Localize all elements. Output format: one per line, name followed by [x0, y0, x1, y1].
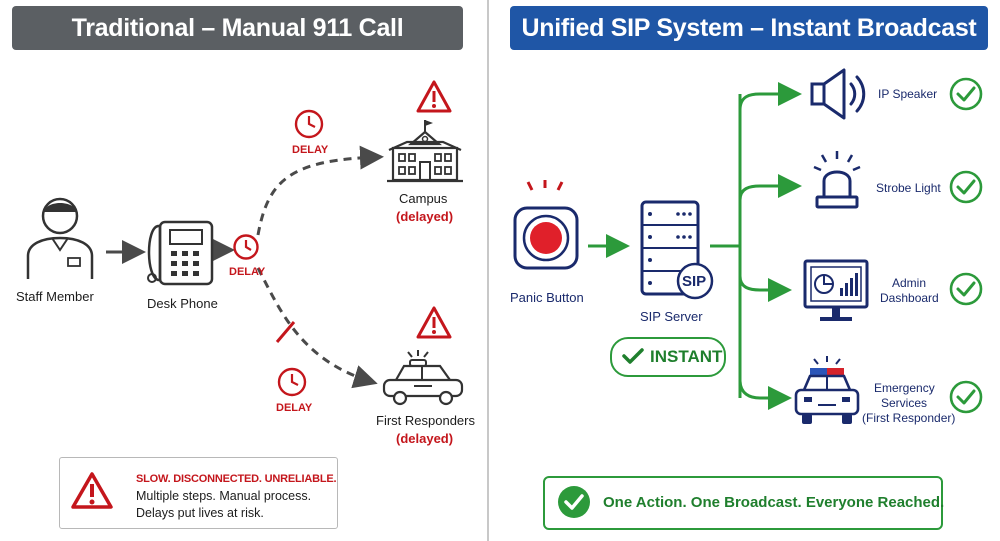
monitor-icon: [803, 259, 869, 321]
instant-label: INSTANT: [650, 347, 723, 366]
first-responders-status: (delayed): [396, 431, 454, 446]
speaker-icon: [810, 68, 866, 120]
check-circle-filled-icon: [558, 486, 590, 518]
left-panel-title: Traditional – Manual 911 Call: [12, 6, 463, 50]
footer-text: One Action. One Broadcast. Everyone Reac…: [603, 494, 945, 511]
branch-to-ip-speaker: [738, 82, 802, 111]
campus-label: Campus: [399, 191, 448, 206]
emergency-services-label-line-3: (First Responder): [862, 411, 956, 425]
strobe-light-label: Strobe Light: [876, 181, 941, 195]
clock-icon: [277, 367, 307, 397]
emergency-services-label-line-1: Emergency: [874, 381, 935, 395]
strobe-light-icon: [813, 151, 861, 209]
sip-server-icon: [640, 200, 714, 300]
footer-box: One Action. One Broadcast. Everyone Reac…: [543, 476, 945, 530]
branch-to-strobe-light: [738, 174, 802, 201]
delay-label-top: DELAY: [292, 144, 329, 156]
campus-status: (delayed): [396, 209, 454, 224]
warning-line-1: Multiple steps. Manual process.: [136, 489, 312, 503]
delay-label-bottom: DELAY: [276, 402, 313, 414]
clock-icon: [294, 109, 324, 139]
right-panel-title: Unified SIP System – Instant Broadcast: [510, 6, 988, 50]
check-circle-icon: [949, 170, 983, 204]
warning-icon: [416, 80, 452, 113]
check-circle-icon: [949, 77, 983, 111]
check-circle-icon: [949, 380, 983, 414]
admin-dashboard-label-line-2: Dashboard: [880, 291, 939, 305]
emergency-services-label-line-2: Services: [881, 396, 928, 410]
instant-badge: INSTANT: [610, 337, 726, 377]
staff-member-icon: [26, 197, 94, 279]
check-circle-icon: [949, 272, 983, 306]
dashed-path-to-campus: [256, 145, 384, 236]
broken-connection-mark: [275, 321, 296, 343]
dashed-path-to-responders: [256, 267, 378, 389]
warning-box: SLOW. DISCONNECTED. UNRELIABLE. Multiple…: [59, 457, 338, 529]
ip-speaker-label: IP Speaker: [878, 87, 938, 101]
panic-button-icon: [513, 180, 579, 270]
sip-server-label: SIP Server: [640, 309, 703, 324]
delay-label-middle: DELAY: [229, 266, 266, 278]
warning-headline: SLOW. DISCONNECTED. UNRELIABLE.: [136, 473, 337, 485]
staff-member-label: Staff Member: [16, 289, 94, 304]
campus-building-icon: [387, 120, 463, 183]
warning-icon: [416, 306, 452, 339]
police-car-icon: [382, 350, 464, 406]
desk-phone-icon: [147, 220, 214, 286]
branch-to-admin-dashboard: [738, 275, 792, 302]
desk-phone-label: Desk Phone: [147, 296, 218, 311]
panic-button-label: Panic Button: [510, 290, 584, 305]
warning-line-2: Delays put lives at risk.: [136, 506, 264, 520]
admin-dashboard-label-line-1: Admin: [892, 276, 927, 290]
sip-badge-text: SIP: [682, 273, 707, 290]
first-responders-label: First Responders: [376, 413, 475, 428]
clock-icon: [233, 234, 259, 260]
panel-divider: [487, 0, 489, 541]
emergency-vehicle-icon: [794, 356, 860, 424]
checkmark-icon: [622, 348, 644, 364]
branch-to-emergency-services: [738, 379, 792, 410]
warning-icon: [71, 472, 113, 509]
